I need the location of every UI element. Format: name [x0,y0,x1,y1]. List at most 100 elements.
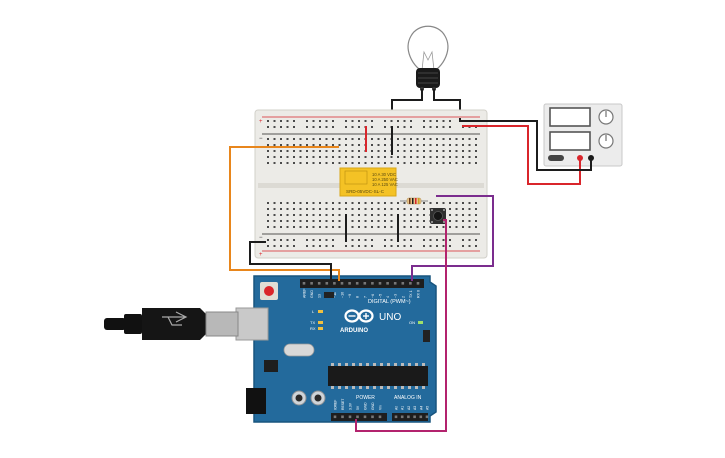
digital-pin[interactable] [302,282,306,285]
analog-header[interactable] [392,413,428,421]
breadboard-hole[interactable] [306,120,308,122]
breadboard-hole[interactable] [384,138,386,140]
breadboard-hole[interactable] [345,245,347,247]
breadboard-hole[interactable] [364,220,367,222]
breadboard-hole[interactable] [384,120,386,122]
breadboard-hole[interactable] [449,150,451,152]
breadboard-hole[interactable] [267,156,269,158]
breadboard-hole[interactable] [403,214,406,216]
breadboard-hole[interactable] [267,202,269,204]
breadboard-hole[interactable] [319,239,321,241]
breadboard-hole[interactable] [293,226,295,228]
breadboard-hole[interactable] [462,138,464,140]
breadboard-hole[interactable] [332,226,334,228]
digital-pin[interactable] [333,282,336,285]
breadboard-hole[interactable] [332,245,334,247]
breadboard-hole[interactable] [449,220,451,222]
breadboard-hole[interactable] [449,162,451,164]
power-pin[interactable] [341,415,344,419]
breadboard-hole[interactable] [358,208,360,210]
breadboard-hole[interactable] [338,220,341,222]
breadboard-hole[interactable] [312,245,315,247]
breadboard-hole[interactable] [442,138,445,140]
breadboard-hole[interactable] [410,245,412,247]
breadboard-hole[interactable] [293,202,295,204]
power-pin[interactable] [378,415,382,419]
breadboard-hole[interactable] [358,144,360,146]
breadboard-hole[interactable] [299,150,302,152]
breadboard-hole[interactable] [351,208,354,210]
digital-header[interactable] [300,279,424,288]
breadboard-hole[interactable] [436,202,438,204]
breadboard-hole[interactable] [442,245,445,247]
power-supply-icon[interactable] [543,103,623,167]
breadboard-hole[interactable] [410,138,412,140]
breadboard-hole[interactable] [455,138,458,140]
breadboard-hole[interactable] [423,162,425,164]
breadboard-hole[interactable] [338,156,341,158]
breadboard-hole[interactable] [332,144,334,146]
breadboard-hole[interactable] [397,144,399,146]
breadboard-hole[interactable] [293,126,295,128]
breadboard-hole[interactable] [286,208,289,210]
breadboard-hole[interactable] [286,239,289,241]
breadboard-hole[interactable] [358,202,360,204]
breadboard-hole[interactable] [468,138,471,140]
breadboard-hole[interactable] [273,150,276,152]
breadboard-hole[interactable] [293,245,295,247]
breadboard-hole[interactable] [364,202,367,204]
breadboard-hole[interactable] [390,162,393,164]
breadboard-hole[interactable] [390,156,393,158]
breadboard-hole[interactable] [338,150,341,152]
breadboard-hole[interactable] [345,150,347,152]
breadboard-hole[interactable] [403,126,406,128]
breadboard-hole[interactable] [423,245,425,247]
breadboard-hole[interactable] [332,156,334,158]
breadboard-hole[interactable] [390,226,393,228]
breadboard-hole[interactable] [319,202,321,204]
breadboard-hole[interactable] [332,220,334,222]
digital-pin[interactable] [378,282,382,285]
breadboard-hole[interactable] [319,214,321,216]
breadboard-hole[interactable] [449,202,451,204]
breadboard-hole[interactable] [449,245,451,247]
breadboard-hole[interactable] [319,120,321,122]
analog-pin[interactable] [413,415,416,419]
breadboard-hole[interactable] [345,162,347,164]
breadboard-hole[interactable] [351,245,354,247]
breadboard-hole[interactable] [325,202,328,204]
breadboard-hole[interactable] [273,144,276,146]
breadboard-hole[interactable] [462,202,464,204]
breadboard-hole[interactable] [332,208,334,210]
breadboard-hole[interactable] [299,226,302,228]
breadboard-hole[interactable] [306,220,308,222]
breadboard-hole[interactable] [312,208,315,210]
breadboard-hole[interactable] [325,214,328,216]
analog-pin[interactable] [425,415,429,419]
breadboard-hole[interactable] [390,245,393,247]
breadboard-hole[interactable] [442,120,445,122]
breadboard-hole[interactable] [280,120,282,122]
analog-pin[interactable] [407,415,410,419]
breadboard-hole[interactable] [312,126,315,128]
breadboard-hole[interactable] [371,144,373,146]
breadboard-hole[interactable] [319,156,321,158]
breadboard-hole[interactable] [312,120,315,122]
breadboard-hole[interactable] [410,156,412,158]
breadboard-hole[interactable] [286,220,289,222]
breadboard-hole[interactable] [410,144,412,146]
breadboard-hole[interactable] [280,202,282,204]
breadboard-hole[interactable] [468,162,471,164]
breadboard-hole[interactable] [462,150,464,152]
breadboard-hole[interactable] [423,138,425,140]
breadboard-hole[interactable] [455,226,458,228]
breadboard-hole[interactable] [358,150,360,152]
breadboard-hole[interactable] [449,208,451,210]
breadboard-hole[interactable] [306,126,308,128]
breadboard-hole[interactable] [358,162,360,164]
breadboard-hole[interactable] [280,138,282,140]
breadboard-hole[interactable] [332,214,334,216]
breadboard-hole[interactable] [267,239,269,241]
breadboard-hole[interactable] [351,138,354,140]
breadboard-hole[interactable] [410,226,412,228]
